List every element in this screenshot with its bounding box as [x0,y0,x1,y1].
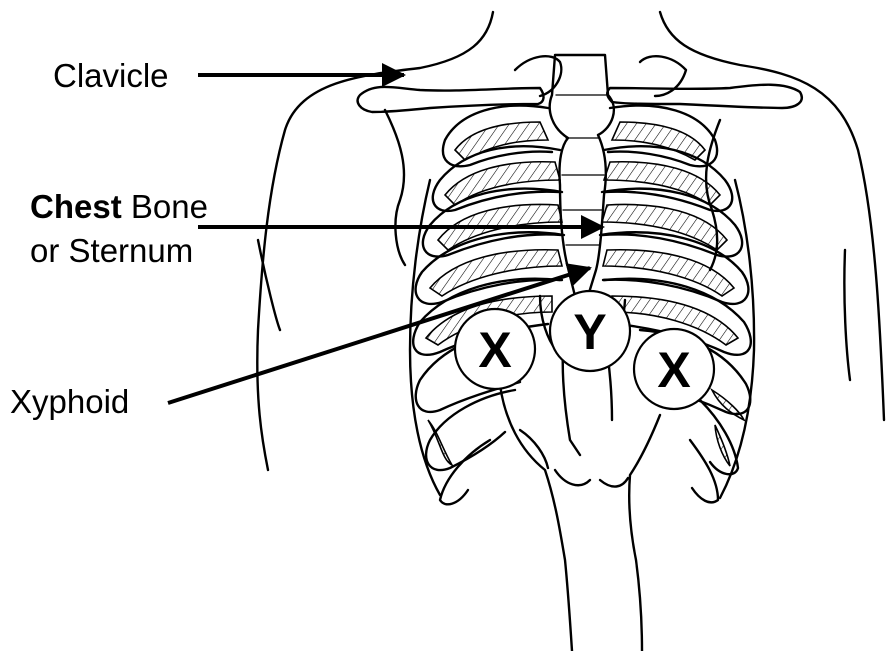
center-y-mark: Y [573,304,606,360]
clavicle-label: Clavicle [53,57,169,94]
chest-bone-label-bold: Chest [30,188,122,225]
xyphoid-label: Xyphoid [10,383,129,420]
right-x-mark: X [657,342,690,398]
rib-cage-right [600,106,754,503]
chest-bone-label: Chest Bone [30,188,208,225]
hand-illustration [500,385,660,651]
chest-bone-label-rest: Bone [122,188,208,225]
torso-outline [257,12,884,470]
labels: Clavicle Chest Bone or Sternum Xyphoid [10,57,208,420]
sternum-label: or Sternum [30,232,193,269]
left-x-mark: X [478,322,511,378]
